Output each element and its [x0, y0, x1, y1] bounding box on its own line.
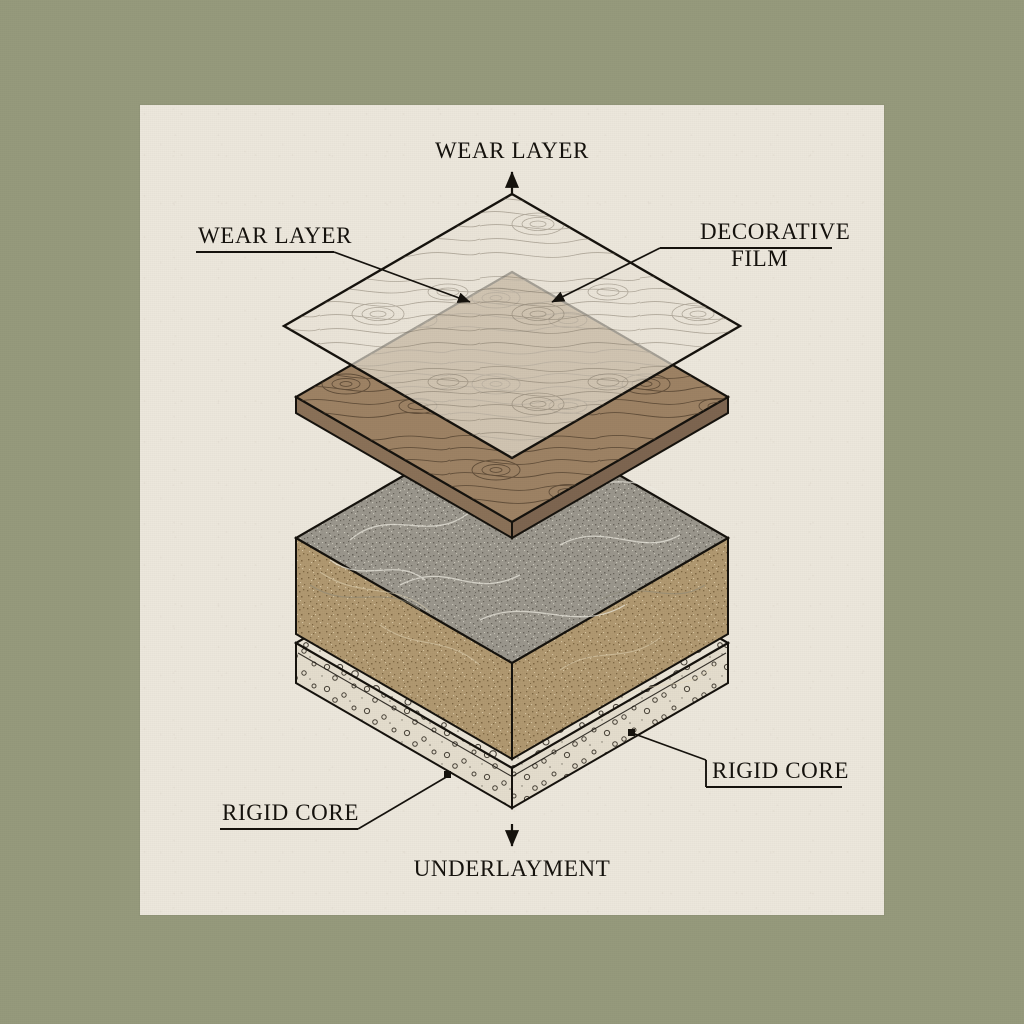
rigid-core-fibres-dark: [309, 584, 706, 611]
top-title-group: WEAR LAYER: [435, 138, 589, 196]
label-rigid-core-left-group[interactable]: RIGID CORE: [220, 771, 451, 830]
leader-wear-layer-left: [333, 251, 471, 303]
underlayment-seam-right: [512, 652, 727, 777]
rigid-core-side-fibres: [319, 571, 716, 701]
title-wear-layer-top: WEAR LAYER: [435, 138, 589, 163]
bottom-title-group: UNDERLAYMENT: [414, 824, 611, 881]
label-wear-layer-left-group[interactable]: WEAR LAYER: [196, 223, 471, 303]
leader-decorative-film: [551, 247, 661, 303]
label-wear-layer-left: WEAR LAYER: [198, 223, 352, 248]
leader-dot-rigid-core-left: [444, 771, 451, 778]
leader-dot-rigid-core-right: [628, 729, 635, 736]
leader-rigid-core-right: [631, 732, 707, 761]
underlayment-seam-left: [297, 652, 512, 777]
leader-rigid-core-left: [357, 775, 449, 830]
label-rigid-core-left: RIGID CORE: [222, 800, 359, 825]
label-rigid-core-right-group[interactable]: RIGID CORE: [628, 729, 849, 788]
label-decorative-film-line2: FILM: [731, 246, 788, 271]
label-decorative-film-line1: DECORATIVE: [700, 219, 850, 244]
label-decorative-film-group[interactable]: DECORATIVE FILM: [551, 219, 850, 303]
label-rigid-core-right: RIGID CORE: [712, 758, 849, 783]
title-underlayment-bottom: UNDERLAYMENT: [414, 856, 611, 881]
